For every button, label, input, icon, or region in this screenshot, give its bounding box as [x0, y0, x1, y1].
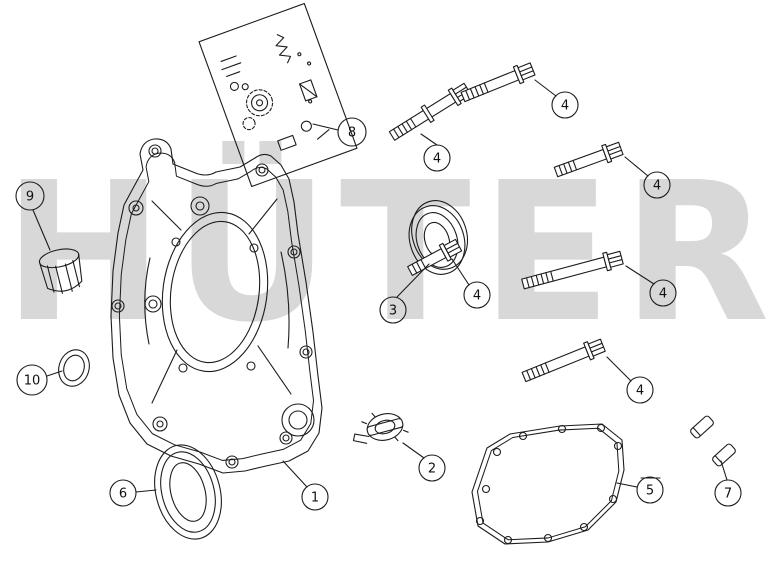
callout-5: 5	[616, 476, 664, 504]
part-oval-seal	[154, 444, 222, 540]
callout-number: 4	[473, 289, 481, 304]
callout-leader-line	[312, 123, 339, 131]
callout-leader-line	[135, 489, 157, 493]
callout-3: 3	[379, 263, 430, 324]
logo-swoosh-red	[637, 204, 729, 231]
callout-number: 2	[428, 462, 436, 477]
callout-leader-line	[720, 460, 728, 481]
callout-4: 4	[624, 156, 671, 199]
callout-number: 4	[659, 287, 667, 302]
callout-leader-line	[534, 79, 557, 97]
callout-1: 1	[282, 460, 329, 511]
callout-leader-line	[624, 156, 649, 177]
callout-number: 4	[636, 384, 644, 399]
callout-10: 10	[16, 364, 63, 396]
brand-logo-swoosh	[637, 185, 755, 260]
callout-leader-line	[606, 356, 632, 382]
callout-number: 4	[561, 99, 569, 114]
callout-4: 4	[420, 133, 451, 172]
callout-leader-line	[396, 263, 430, 298]
part-flange-bolt	[521, 250, 624, 290]
callout-circle	[649, 279, 677, 307]
callout-8: 8	[312, 117, 367, 147]
callout-leader-line	[402, 442, 425, 459]
callout-number: 7	[724, 487, 732, 502]
callout-number: 4	[433, 152, 441, 167]
callout-4: 4	[606, 356, 654, 404]
callout-leader-line	[451, 258, 470, 286]
callout-circle	[15, 181, 45, 211]
callout-4: 4	[451, 258, 491, 309]
cover-center-bore	[161, 211, 269, 373]
part-dowel-pin	[690, 415, 714, 439]
part-flange-bolt	[460, 62, 536, 103]
callout-number: 10	[24, 374, 41, 389]
callout-number: 5	[646, 484, 654, 499]
callout-circle	[337, 117, 367, 147]
callout-leader-line	[46, 370, 63, 377]
callout-leader-line	[282, 460, 308, 488]
part-dipstick-cap	[352, 412, 409, 444]
callout-9: 9	[15, 181, 51, 251]
callout-circle	[109, 479, 137, 507]
callout-4: 4	[625, 265, 677, 307]
watermark-text: HÜTER	[3, 142, 780, 365]
callout-circle	[626, 376, 654, 404]
callout-circle	[636, 476, 664, 504]
callout-circle	[16, 364, 48, 396]
part-flange-bolt	[388, 82, 472, 141]
logo-swoosh-gray	[652, 185, 751, 213]
callout-circle	[418, 454, 446, 482]
part-bearing-seal	[408, 200, 468, 275]
callout-leader-line	[420, 133, 438, 146]
callout-circle	[463, 281, 491, 309]
callout-4: 4	[534, 79, 579, 119]
callout-layer: 1 2 3 4 4 4 4 4 4 5 6 7 8 9 10	[15, 79, 742, 511]
part-flange-bolt	[521, 338, 606, 383]
callout-7: 7	[714, 460, 742, 507]
callout-leader-line	[32, 209, 51, 251]
callout-number: 4	[653, 179, 661, 194]
callout-circle	[714, 479, 742, 507]
callout-number: 1	[311, 491, 319, 506]
callout-circle	[643, 171, 671, 199]
callout-circle	[379, 296, 407, 324]
callout-2: 2	[402, 442, 446, 482]
callout-circle	[423, 144, 451, 172]
callout-number: 6	[119, 487, 127, 502]
callout-number: 9	[26, 190, 34, 205]
callout-circle	[551, 91, 579, 119]
part-dowel-pin	[712, 443, 736, 467]
logo-swoosh-yellow	[647, 225, 755, 260]
callout-number: 3	[389, 304, 397, 319]
callout-circle	[301, 483, 329, 511]
callout-number: 8	[348, 126, 356, 141]
part-flange-bolt	[407, 238, 463, 276]
part-flange-bolt	[553, 141, 624, 178]
callout-leader-line	[625, 265, 655, 285]
callout-leader-line	[616, 482, 638, 488]
part-crankcase-cover	[110, 138, 323, 474]
part-hardware-kit-sheet	[198, 2, 358, 188]
part-o-ring	[58, 349, 90, 387]
part-oil-fill-cap	[38, 248, 83, 294]
callout-6: 6	[109, 479, 157, 507]
part-gasket	[471, 423, 661, 545]
